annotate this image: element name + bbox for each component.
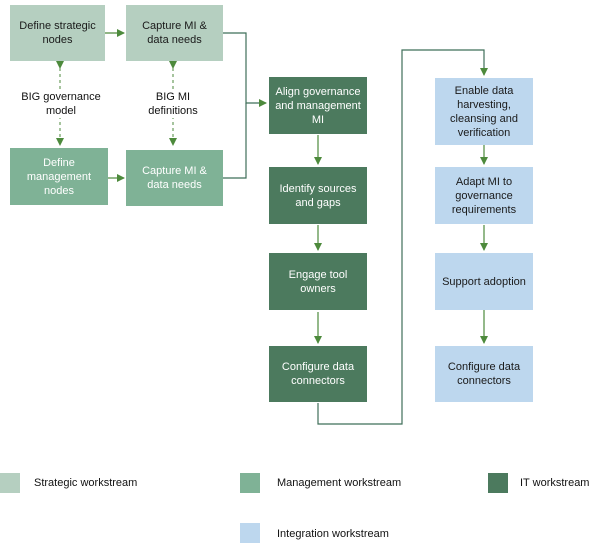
- node-define-management: Define management nodes: [10, 148, 108, 205]
- label-big-mi-definitions: BIG MI definitions: [140, 90, 206, 118]
- node-configure-connectors-it-label: Configure data connectors: [281, 361, 355, 387]
- legend-label-strategic: Strategic workstream: [34, 477, 138, 489]
- connector-configure-to-enable: [317, 49, 488, 425]
- node-capture-mi-bottom-label: Capture MI & data needs: [142, 165, 207, 191]
- node-configure-connectors-it: Configure data connectors: [269, 346, 367, 402]
- node-enable-harvesting-label: Enable data harvesting, cleansing and ve…: [450, 84, 518, 139]
- node-support-adoption-label: Support adoption: [442, 275, 526, 288]
- node-capture-mi-top-label: Capture MI & data needs: [142, 20, 207, 46]
- legend-label-it: IT workstream: [520, 477, 590, 489]
- node-configure-connectors-int: Configure data connectors: [435, 346, 533, 402]
- node-identify-sources: Identify sources and gaps: [269, 167, 367, 224]
- node-identify-sources-label: Identify sources and gaps: [279, 182, 357, 209]
- node-adapt-mi: Adapt MI to governance requirements: [435, 167, 533, 224]
- label-big-governance-model-text: BIG governance model: [21, 91, 101, 117]
- node-engage-tool-owners-label: Engage tool owners: [288, 268, 348, 295]
- node-configure-connectors-int-label: Configure data connectors: [447, 361, 521, 387]
- node-define-strategic: Define strategic nodes: [10, 5, 105, 61]
- label-big-mi-definitions-text: BIG MI definitions: [148, 91, 198, 117]
- legend-label-integration: Integration workstream: [277, 528, 389, 540]
- node-align-governance: Align governance and management MI: [269, 77, 367, 134]
- legend-swatch-strategic: [0, 473, 20, 493]
- node-adapt-mi-label: Adapt MI to governance requirements: [451, 175, 517, 216]
- label-big-governance-model: BIG governance model: [20, 90, 102, 118]
- connector-capture-top-to-align: [223, 32, 267, 107]
- legend-swatch-management: [240, 473, 260, 493]
- connector-capture-bottom-to-align: [223, 103, 247, 179]
- node-capture-mi-top: Capture MI & data needs: [126, 5, 223, 61]
- legend-swatch-integration: [240, 523, 260, 543]
- node-engage-tool-owners: Engage tool owners: [269, 253, 367, 310]
- node-enable-harvesting: Enable data harvesting, cleansing and ve…: [435, 78, 533, 145]
- node-capture-mi-bottom: Capture MI & data needs: [126, 150, 223, 206]
- legend-label-management: Management workstream: [277, 477, 402, 489]
- node-align-governance-label: Align governance and management MI: [275, 85, 361, 126]
- node-define-strategic-label: Define strategic nodes: [19, 20, 96, 46]
- node-define-management-label: Define management nodes: [26, 156, 92, 197]
- legend-swatch-it: [488, 473, 508, 493]
- node-support-adoption: Support adoption: [435, 253, 533, 310]
